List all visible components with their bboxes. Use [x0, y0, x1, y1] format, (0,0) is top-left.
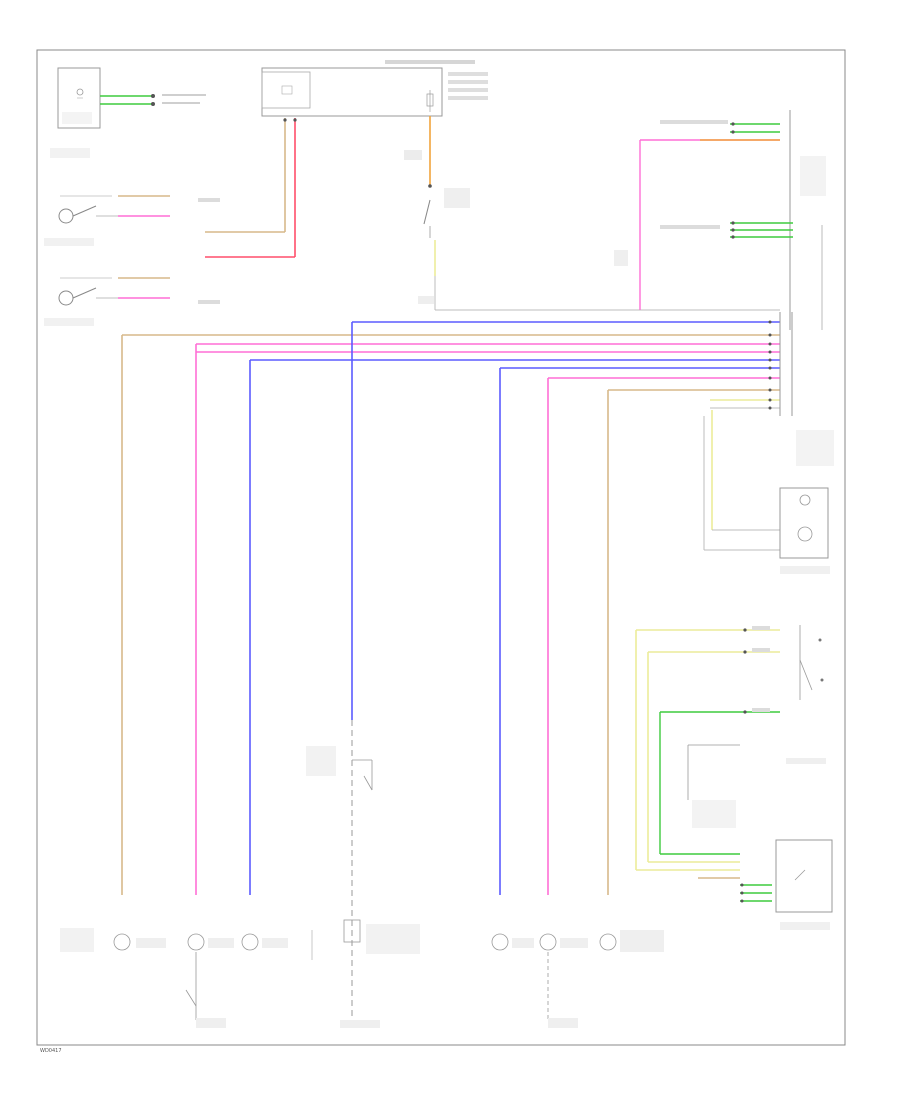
drop-wires	[121, 322, 609, 895]
dimmer-box	[775, 839, 833, 913]
footer-code: WD0417	[40, 1048, 62, 1054]
top-left-sensor-group	[50, 67, 206, 158]
cluster-box	[779, 487, 829, 559]
sensor-box	[57, 67, 101, 129]
fuse-box	[261, 67, 443, 117]
cluster-lamp	[703, 410, 830, 574]
diagram-frame	[36, 49, 846, 1046]
left-switch-upper	[44, 195, 220, 246]
light-switch-module	[635, 625, 833, 930]
main-bus	[122, 312, 834, 466]
right-top-module	[614, 110, 826, 330]
bottom-bulbs	[60, 928, 664, 1028]
left-switch-lower	[44, 277, 220, 326]
center-switch	[404, 116, 780, 311]
center-lower-switch	[306, 720, 420, 1028]
fuse-block	[205, 60, 488, 258]
